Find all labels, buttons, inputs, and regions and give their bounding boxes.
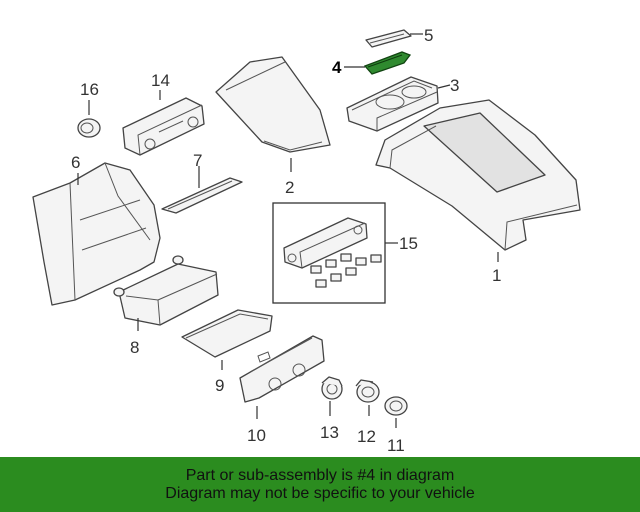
banner-line-1: Part or sub-assembly is #4 in diagram xyxy=(185,466,455,484)
callout-3: 3 xyxy=(450,76,459,95)
part-10-front-panel[interactable] xyxy=(239,335,325,403)
part-7-trim-strip[interactable] xyxy=(161,177,243,214)
part-9-mat[interactable] xyxy=(181,309,273,358)
callout-15: 15 xyxy=(399,234,418,253)
callout-10: 10 xyxy=(247,426,266,445)
part-14-control-panel[interactable] xyxy=(122,97,205,156)
part-2-liner[interactable] xyxy=(215,56,331,153)
callout-8: 8 xyxy=(130,338,139,357)
part-6-side-housing[interactable] xyxy=(32,162,161,306)
part-5-lid[interactable] xyxy=(365,29,412,48)
part-4-tray-highlighted[interactable] xyxy=(363,51,412,75)
callout-11: 11 xyxy=(387,436,405,455)
part-15-control-module[interactable] xyxy=(283,217,382,288)
callout-7: 7 xyxy=(193,151,202,170)
callout-16: 16 xyxy=(80,80,99,99)
callout-1: 1 xyxy=(492,266,501,285)
callout-13: 13 xyxy=(320,423,339,442)
part-3-cup-holder[interactable] xyxy=(346,76,439,132)
part-8-storage-bin[interactable] xyxy=(113,255,219,326)
part-15-buttons[interactable] xyxy=(310,253,382,288)
part-13-socket[interactable] xyxy=(321,376,343,400)
callout-12: 12 xyxy=(357,427,376,446)
info-banner: Part or sub-assembly is #4 in diagram Di… xyxy=(0,457,640,512)
callout-6: 6 xyxy=(71,153,80,172)
part-12-lighter-socket[interactable] xyxy=(355,379,380,403)
part-11-lighter-element[interactable] xyxy=(384,396,408,416)
callout-2: 2 xyxy=(285,178,294,197)
callout-4: 4 xyxy=(332,58,342,77)
parts-diagram: 5 4 3 1 2 16 xyxy=(32,26,581,455)
part-1-console-body[interactable] xyxy=(375,99,581,251)
banner-line-2: Diagram may not be specific to your vehi… xyxy=(165,484,475,502)
callout-9: 9 xyxy=(215,376,224,395)
callout-14: 14 xyxy=(151,71,170,90)
part-16-knob[interactable] xyxy=(77,118,101,138)
callout-5: 5 xyxy=(424,26,433,45)
